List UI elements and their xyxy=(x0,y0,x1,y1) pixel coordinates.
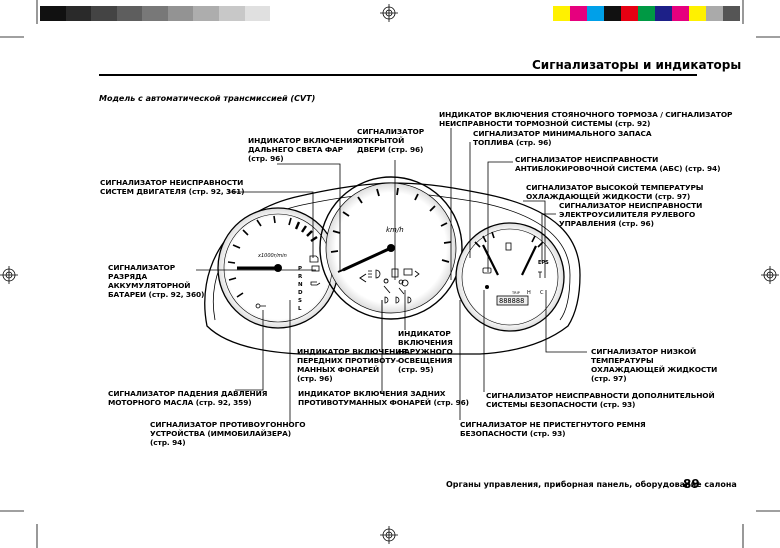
high-beam-callout: ИНДИКАТОР ВКЛЮЧЕНИЯ ДАЛЬНЕГО СВЕТА ФАР (… xyxy=(248,136,358,163)
color-swatch xyxy=(621,6,638,21)
oil-pressure-callout: СИГНАЛИЗАТОР ПАДЕНИЯ ДАВЛЕНИЯ МОТОРНОГО … xyxy=(108,389,268,407)
footer-text: Органы управления, приборная панель, обо… xyxy=(446,480,737,489)
parking-brake-callout: ИНДИКАТОР ВКЛЮЧЕНИЯ СТОЯНОЧНОГО ТОРМОЗА … xyxy=(439,110,733,128)
gray-swatch xyxy=(244,6,271,21)
low-fuel-callout: СИГНАЛИЗАТОР МИНИМАЛЬНОГО ЗАПАСА ТОПЛИВА… xyxy=(473,129,652,147)
registration-mark-icon xyxy=(761,266,779,284)
svg-text:L: L xyxy=(298,306,302,312)
fuel-pump-icon xyxy=(505,242,512,251)
svg-text:P: P xyxy=(298,266,302,272)
gray-swatch xyxy=(218,6,245,21)
leader-lines xyxy=(196,128,587,424)
color-swatch xyxy=(553,6,570,21)
speedometer: km/h xyxy=(319,176,463,320)
rear-fog-callout: ИНДИКАТОР ВКЛЮЧЕНИЯ ЗАДНИХ ПРОТИВОТУМАНН… xyxy=(298,389,469,407)
fuel-temp-gauge: EPS H C 888888 TRIP xyxy=(455,222,565,332)
battery-callout: СИГНАЛИЗАТОР РАЗРЯДА АККУМУЛЯТОРНОЙ БАТА… xyxy=(108,263,205,299)
svg-text:D: D xyxy=(298,290,303,296)
color-swatch xyxy=(570,6,587,21)
registration-mark-icon xyxy=(380,4,398,22)
page-number: 89 xyxy=(683,477,700,491)
gray-swatch xyxy=(167,6,194,21)
front-fog-callout: ИНДИКАТОР ВКЛЮЧЕНИЯ ПЕРЕДНИХ ПРОТИВОТУ- … xyxy=(297,347,407,383)
fog-light-icon xyxy=(384,296,412,304)
eps-label: EPS xyxy=(538,260,549,266)
svg-text:S: S xyxy=(298,298,302,304)
color-swatch xyxy=(706,6,723,21)
gray-swatch xyxy=(40,6,66,21)
color-swatch xyxy=(655,6,672,21)
temp-h-label: H xyxy=(527,290,531,296)
gray-swatch xyxy=(116,6,143,21)
color-swatch xyxy=(604,6,621,21)
thermometer-icon xyxy=(538,271,542,278)
door-open-callout: СИГНАЛИЗАТОР ОТКРЫТОЙ ДВЕРИ (стр. 96) xyxy=(357,127,425,154)
oil-can-icon xyxy=(310,281,321,286)
svg-text:R: R xyxy=(298,274,303,280)
gray-swatch xyxy=(142,6,168,21)
gray-swatch xyxy=(91,6,117,21)
exterior-light-icon xyxy=(403,268,413,276)
gray-swatch xyxy=(65,6,92,21)
low-temp-callout: СИГНАЛИЗАТОР НИЗКОЙ ТЕМПЕРАТУРЫ ОХЛАЖДАЮ… xyxy=(591,347,718,383)
fuel-needle xyxy=(482,244,499,276)
svg-text:N: N xyxy=(298,282,303,288)
srs-lamp xyxy=(485,285,489,289)
color-bar xyxy=(553,6,740,21)
odometer-display xyxy=(496,295,529,306)
odometer-value: 888888 xyxy=(499,297,524,305)
page-title: Сигнализаторы и индикаторы xyxy=(532,58,742,72)
seat-belt-callout: СИГНАЛИЗАТОР НЕ ПРИСТЕГНУТОГО РЕМНЯ БЕЗО… xyxy=(460,420,646,438)
key-icon xyxy=(255,303,266,309)
exterior-light-callout: ИНДИКАТОР ВКЛЮЧЕНИЯ НАРУЖНОГО ОСВЕЩЕНИЯ … xyxy=(398,329,453,374)
color-swatch xyxy=(638,6,655,21)
gray-scale-bar xyxy=(40,6,271,21)
trip-label: TRIP xyxy=(511,291,520,295)
immobilizer-callout: СИГНАЛИЗАТОР ПРОТИВОУГОННОГО УСТРОЙСТВА … xyxy=(150,420,306,447)
engine-callout: СИГНАЛИЗАТОР НЕИСПРАВНОСТИ СИСТЕМ ДВИГАТ… xyxy=(100,178,245,196)
cluster-housing xyxy=(204,182,581,355)
registration-mark-icon xyxy=(0,266,18,284)
speed-needle xyxy=(342,246,392,272)
color-swatch xyxy=(689,6,706,21)
high-beam-icon xyxy=(368,269,381,279)
registration-mark-icon xyxy=(380,526,398,544)
battery-icon xyxy=(311,265,320,272)
engine-icon xyxy=(309,255,319,263)
eps-callout: СИГНАЛИЗАТОР НЕИСПРАВНОСТИ ЭЛЕКТРОУСИЛИТ… xyxy=(559,201,703,228)
color-swatch xyxy=(723,6,740,21)
tachometer: x1000r/min P R N D S L xyxy=(217,207,339,329)
model-subtitle: Модель с автоматической трансмиссией (CV… xyxy=(99,94,316,103)
airbag-icon xyxy=(398,279,409,295)
gray-swatch xyxy=(193,6,219,21)
tach-unit-label: x1000r/min xyxy=(257,253,287,259)
temp-needle xyxy=(521,245,537,276)
abs-callout: СИГНАЛИЗАТОР НЕИСПРАВНОСТИ АНТИБЛОКИРОВО… xyxy=(515,155,721,173)
seat-belt-icon xyxy=(383,278,391,294)
color-swatch xyxy=(587,6,604,21)
color-swatch xyxy=(672,6,689,21)
header-rule xyxy=(99,74,697,76)
temp-c-label: C xyxy=(540,290,544,296)
srs-callout: СИГНАЛИЗАТОР НЕИСПРАВНОСТИ ДОПОЛНИТЕЛЬНО… xyxy=(486,391,715,409)
brake-icon xyxy=(414,270,420,278)
abs-icon xyxy=(482,267,492,274)
gear-indicator: P R N D S L xyxy=(298,266,303,312)
high-temp-callout: СИГНАЛИЗАТОР ВЫСОКОЙ ТЕМПЕРАТУРЫ ОХЛАЖДА… xyxy=(526,183,704,201)
